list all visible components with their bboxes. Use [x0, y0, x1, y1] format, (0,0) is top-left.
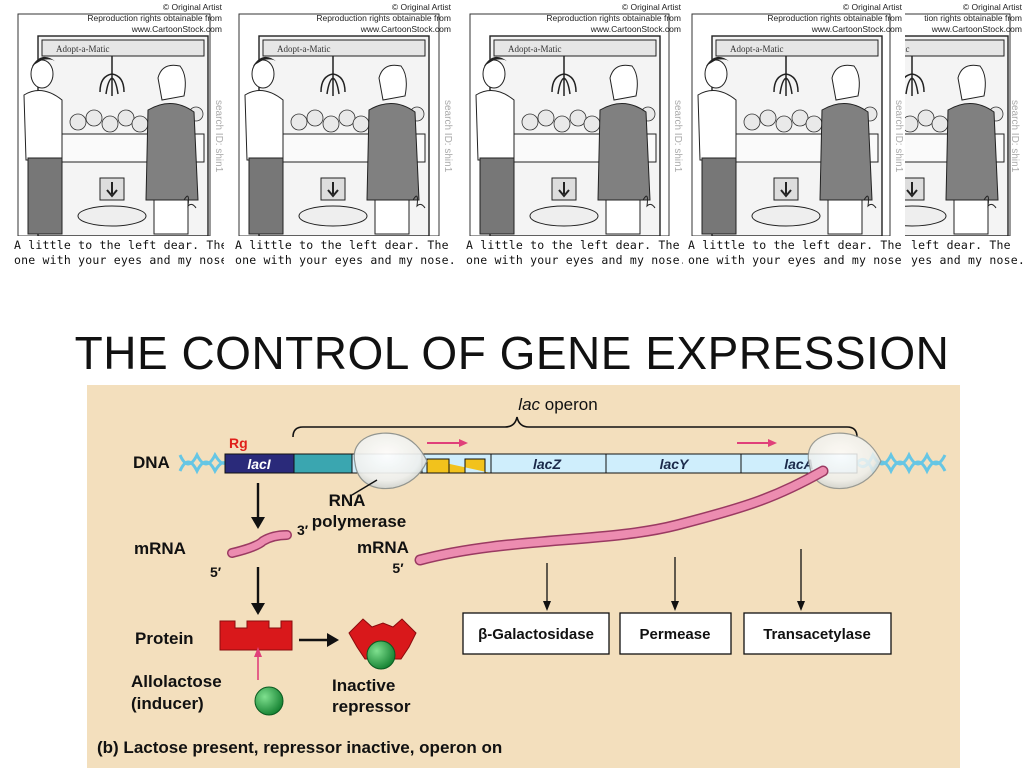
cartoon-credit: © Original Artist Reproduction rights ob… — [316, 2, 451, 34]
three-prime: 3′ — [297, 522, 309, 538]
search-id: search ID: shin1 — [1009, 100, 1020, 173]
cartoon-caption: A little to the left dear. The one with … — [688, 238, 904, 267]
product-transacetylase: Transacetylase — [763, 626, 871, 643]
product-box-galactosidase — [462, 612, 610, 655]
allolactose-label-1: Allolactose — [131, 672, 222, 691]
cartoon-credit: © Original Artist tion rights obtainable… — [924, 2, 1022, 34]
repressor-protein — [219, 620, 293, 651]
machine-sign: Adopt-a-Matic — [508, 44, 561, 54]
cartoon-credit: © Original Artist Reproduction rights ob… — [87, 2, 222, 34]
operon-label: lac operon — [518, 395, 597, 414]
search-id: search ID: shin1 — [442, 100, 453, 173]
dna-label: DNA — [133, 453, 170, 472]
lac-operon-svg: lac operon DNA Rg lacI lacZ lacY lacA — [97, 395, 947, 757]
machine-sign: Adopt-a-Matic — [56, 44, 109, 54]
laca-label: lacA — [784, 456, 814, 472]
inactive-label-2: repressor — [332, 697, 411, 716]
product-box-permease — [619, 612, 732, 655]
mrna-right-label: mRNA — [357, 538, 409, 557]
transcription-arrow-1 — [427, 439, 468, 447]
cartoon-strip: Adopt-a-Matic — [0, 0, 1024, 300]
cartoon-illustration: Adopt-a-Matic — [691, 13, 891, 236]
product-permease: Permease — [640, 626, 711, 643]
slide-title: THE CONTROL OF GENE EXPRESSION — [74, 327, 950, 379]
cartoon-illustration: Adopt-a-Matic — [469, 13, 670, 236]
rna-polymerase-label-2: polymerase — [312, 512, 407, 531]
diagram-caption: (b) Lactose present, repressor inactive,… — [97, 738, 502, 757]
five-prime-right: 5′ — [392, 560, 404, 576]
rna-polymerase-1 — [353, 432, 428, 490]
cartoon-panel: Adopt-a-Matic — [233, 0, 453, 300]
laci-label: lacI — [247, 456, 271, 472]
operon-brace — [292, 416, 858, 438]
machine-sign: Adopt-a-Matic — [277, 44, 330, 54]
search-id: search ID: shin1 — [672, 100, 683, 173]
inactive-label-1: Inactive — [332, 676, 395, 695]
mrna-left-label: mRNA — [134, 539, 186, 558]
polymerase-pointer — [351, 479, 378, 496]
search-id: search ID: shin1 — [893, 100, 904, 173]
cartoon-illustration: Adopt-a-Matic — [17, 13, 211, 236]
machine-sign: Adopt-a-Matic — [730, 44, 783, 54]
promoter-region — [293, 453, 353, 474]
cartoon-caption: A little to the left dear. The one with … — [235, 238, 453, 267]
cartoon-caption: A little to the left dear. The one with … — [14, 238, 224, 267]
cartoon-caption: left dear. The yes and my nose... — [911, 238, 1024, 267]
cartoon-panel: Adopt-a-Matic — [12, 0, 224, 300]
cartoon-illustration: Adopt-a-Matic — [238, 13, 440, 236]
cartoon-panel: Adopt-a-Matic — [464, 0, 683, 300]
search-id: search ID: shin1 — [213, 100, 224, 173]
lacy-label: lacY — [660, 456, 690, 472]
cartoon-credit: © Original Artist Reproduction rights ob… — [767, 2, 902, 34]
five-prime-left: 5′ — [210, 564, 222, 580]
cartoon-panel: Adopt-a-Matic — [686, 0, 904, 300]
cartoon-credit: © Original Artist Reproduction rights ob… — [546, 2, 681, 34]
rg-label: Rg — [229, 435, 248, 451]
product-galactosidase: β-Galactosidase — [478, 626, 594, 643]
lac-operon-diagram: lac operon DNA Rg lacI lacZ lacY lacA — [87, 385, 960, 768]
cartoon-caption: A little to the left dear. The one with … — [466, 238, 683, 267]
inactive-repressor — [348, 618, 417, 660]
lacz-label: lacZ — [533, 456, 561, 472]
dna-helix-left — [178, 451, 226, 475]
allolactose-inducer — [254, 686, 284, 716]
protein-label: Protein — [135, 629, 194, 648]
rna-polymerase-label-1: RNA — [329, 491, 366, 510]
transcription-arrow-2 — [737, 439, 777, 447]
product-arrows — [546, 549, 802, 605]
machine-sign: Adopt-a-Matic — [905, 44, 909, 54]
cartoon-panel: Adopt-a-Matic — [905, 0, 1024, 300]
bound-inducer — [366, 640, 396, 670]
allolactose-label-2: (inducer) — [131, 694, 204, 713]
cartoon-illustration: Adopt-a-Matic — [905, 13, 1011, 236]
product-box-transacetylase — [743, 612, 892, 655]
rna-polymerase-2 — [807, 432, 882, 490]
